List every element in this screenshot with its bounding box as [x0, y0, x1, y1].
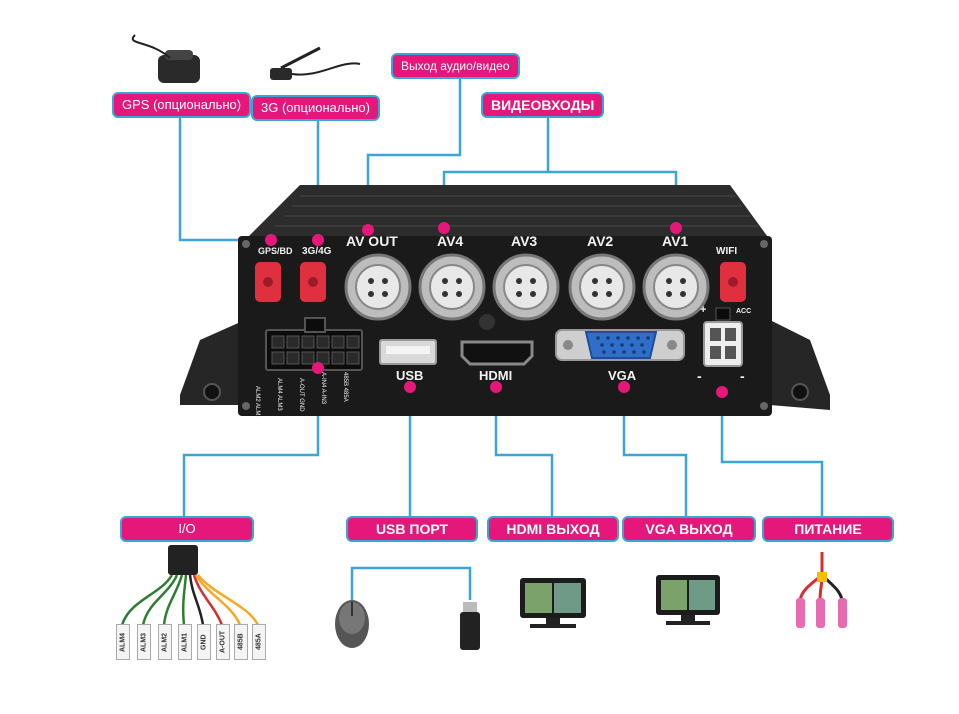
gps-bd-label: GPS/BD [258, 246, 293, 256]
line-power [720, 392, 824, 520]
3g4g-label: 3G/4G [302, 246, 332, 257]
av1-connector [642, 253, 710, 321]
av2-connector [568, 253, 636, 321]
wire-tag-485b: 485B [234, 624, 248, 660]
3g-connector [300, 262, 326, 302]
acc-label: ACC [736, 308, 752, 315]
callout-3g: 3G (опционально) [251, 95, 380, 121]
usb-port [379, 339, 437, 365]
mouse-image [335, 600, 369, 648]
av3-connector [492, 253, 560, 321]
dot-vga [618, 381, 630, 393]
line-usb-mouse [350, 566, 410, 600]
dot-3g [312, 234, 324, 246]
line-usb-flash [410, 566, 472, 600]
dot-gps [265, 234, 277, 246]
3g-antenna-image [270, 46, 361, 80]
av-out-connector [344, 253, 412, 321]
power-cable-image [796, 552, 847, 628]
av2-label: AV2 [587, 233, 614, 249]
io-harness-image [120, 545, 260, 626]
vga-port [555, 329, 685, 361]
io-pins-label-d: A-IN4 A-IN3 [320, 372, 326, 405]
av3-label: AV3 [511, 233, 538, 249]
callout-vga: VGA ВЫХОД [622, 516, 756, 542]
wifi-connector [720, 262, 746, 302]
av-connectors [344, 253, 710, 321]
dot-hdmi [490, 381, 502, 393]
io-pins-label-b: ALM4 ALM3 [276, 378, 282, 411]
line-hdmi [494, 387, 554, 520]
callout-usb: USB ПОРТ [346, 516, 478, 542]
dot-usb [404, 381, 416, 393]
line-gps [178, 112, 270, 242]
wire-tag-alm3: ALM3 [137, 624, 151, 660]
dot-io [312, 362, 324, 374]
gps-connector [255, 262, 281, 302]
av-out-label: AV OUT [346, 233, 398, 249]
io-pins-label-e: 485B 485A [342, 372, 348, 402]
dot-av-out [362, 224, 374, 236]
wire-tag-alm4: ALM4 [116, 624, 130, 660]
dvr-device-image [180, 185, 830, 416]
vga-monitor-image [656, 575, 720, 625]
minus-label-1: - [697, 368, 702, 384]
vga-label: VGA [608, 368, 637, 383]
io-pins-label-a: ALM2 ALM1 [254, 386, 260, 419]
callout-hdmi: HDMI ВЫХОД [487, 516, 619, 542]
line-vga [622, 387, 688, 520]
wifi-label: WIFI [716, 246, 738, 257]
hdmi-label: HDMI [479, 368, 513, 383]
callout-av-out: Выход аудио/видео [391, 53, 520, 79]
dot-av4 [438, 222, 450, 234]
usb-label: USB [396, 368, 424, 383]
dot-av1 [670, 222, 682, 234]
callout-gps: GPS (опционально) [112, 92, 252, 118]
wire-tag-gnd: GND [197, 624, 211, 660]
hdmi-monitor-image [520, 578, 586, 628]
gps-antenna-image [131, 34, 200, 83]
wire-tag-alm1: ALM1 [178, 624, 192, 660]
wire-tag-a-out: A-OUT [216, 624, 230, 660]
minus-label-2: - [740, 368, 745, 384]
callout-video-inputs: ВИДЕОВХОДЫ [481, 92, 605, 118]
plus-label: + [700, 304, 707, 316]
power-connector [703, 307, 743, 367]
av1-label: AV1 [662, 233, 689, 249]
io-pins-label-c: A-OUT GND [298, 378, 304, 412]
av4-label: AV4 [437, 233, 464, 249]
wire-tag-485a: 485A [252, 624, 266, 660]
dot-power [716, 386, 728, 398]
hdmi-port [460, 340, 534, 366]
io-terminal [265, 317, 363, 371]
flash-drive-image [460, 602, 480, 650]
callout-io: I/O [120, 516, 254, 542]
wire-tag-alm2: ALM2 [158, 624, 172, 660]
av4-connector [418, 253, 486, 321]
callout-power: ПИТАНИЕ [762, 516, 894, 542]
